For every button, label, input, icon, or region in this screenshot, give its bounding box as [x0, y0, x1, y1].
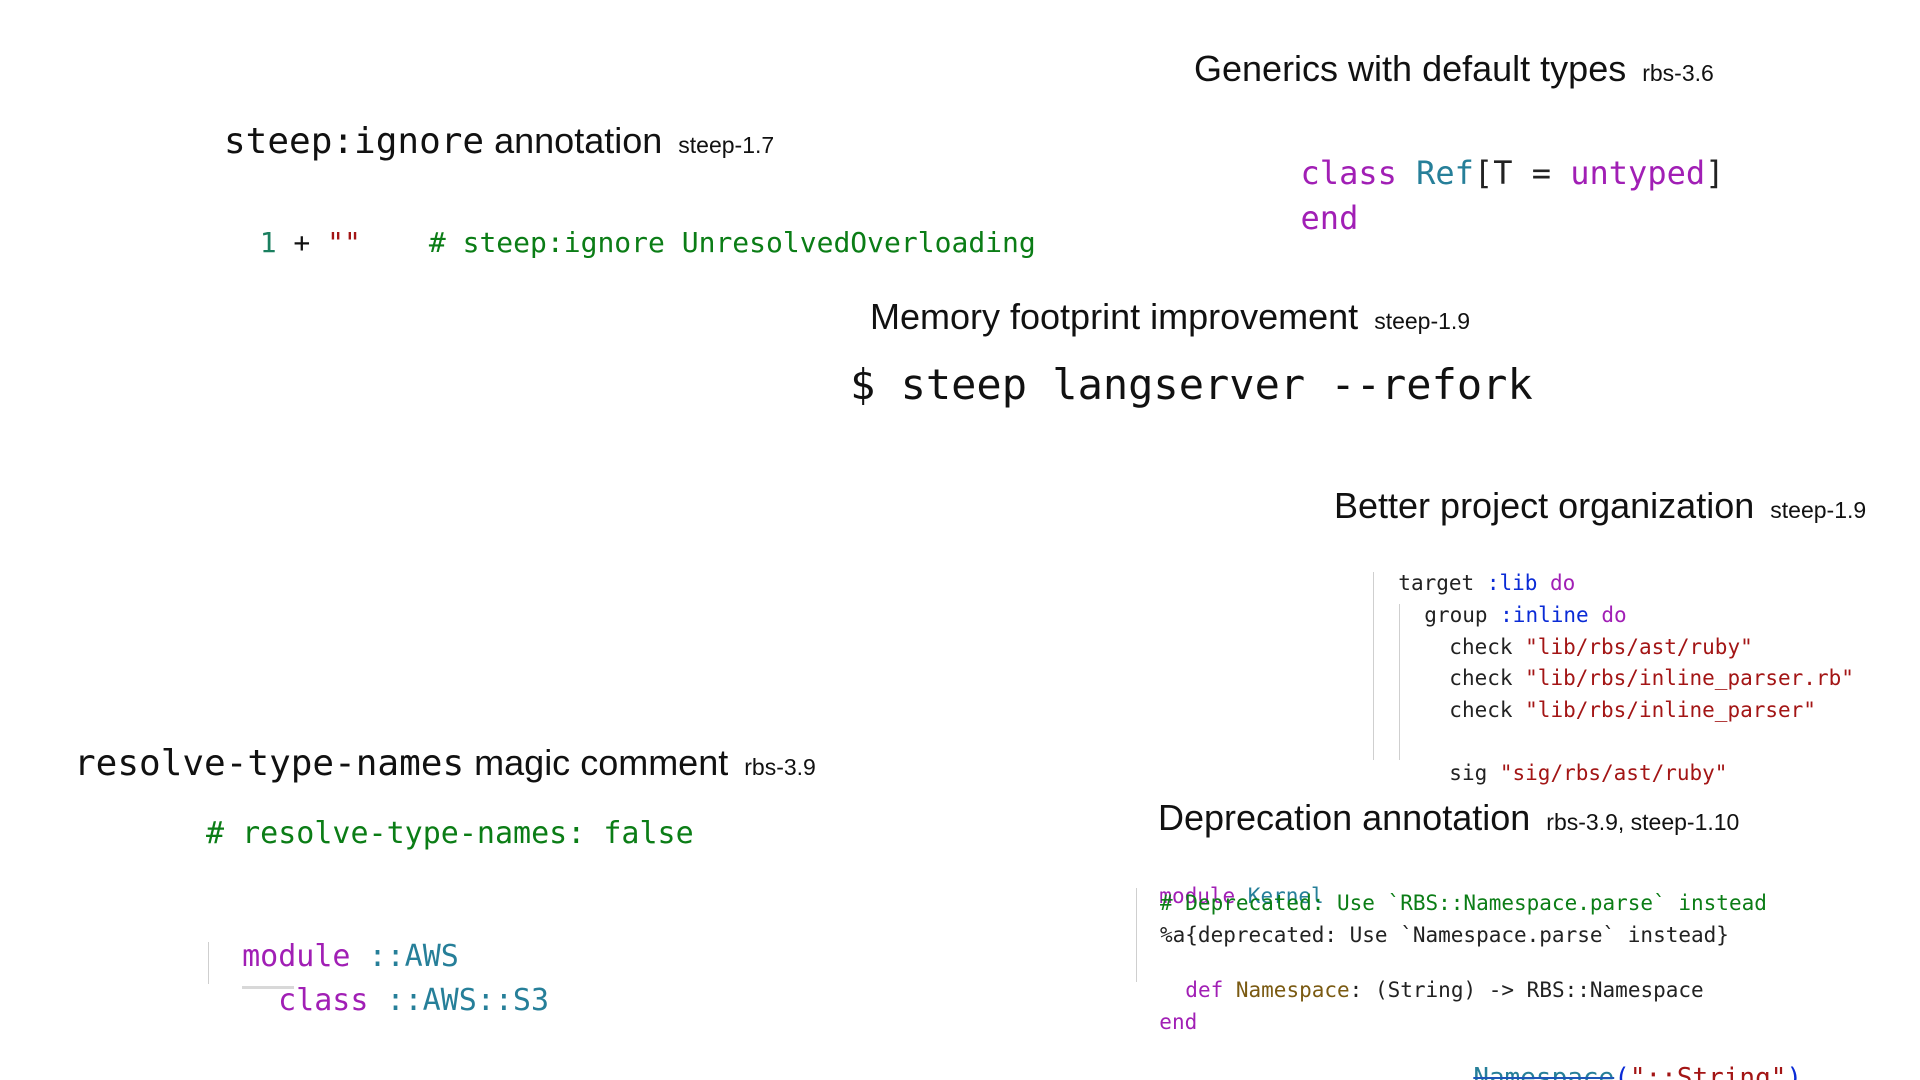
code-number: 1: [259, 226, 277, 259]
project-line-1: target :lib do: [1373, 547, 1575, 595]
code-string: "sig/rbs/ast/ruby": [1499, 761, 1728, 785]
deprecation-line-1: module Kernel: [1134, 860, 1324, 908]
code-comment: # steep:ignore UnresolvedOverloading: [428, 226, 1036, 259]
resolve-line-2: class ::AWS::S3: [242, 948, 549, 1018]
generics-code-line-1: class Ref[T = untyped]: [1262, 116, 1725, 192]
code-keyword: do: [1537, 571, 1576, 595]
deprecation-title-text: Deprecation annotation: [1158, 797, 1531, 838]
code-type: ::AWS: [350, 939, 459, 974]
code-type: Kernel: [1235, 884, 1324, 908]
code-plain: group: [1424, 603, 1501, 627]
steep-ignore-title: steep:ignore annotation steep-1.7: [224, 120, 774, 162]
project-title: Better project organization steep-1.9: [1334, 485, 1866, 527]
memory-tag: steep-1.9: [1374, 308, 1471, 334]
memory-title: Memory footprint improvement steep-1.9: [870, 296, 1470, 338]
steep-ignore-title-text: annotation: [494, 120, 663, 161]
code-keyword: untyped: [1570, 154, 1706, 192]
project-line-2: group :inline do: [1399, 579, 1627, 627]
code-plain: : (String) -> RBS::Namespace: [1349, 978, 1704, 1002]
code-plain: check: [1449, 698, 1526, 722]
code-type: Ref: [1416, 154, 1474, 192]
code-string: "lib/rbs/inline_parser.rb": [1525, 666, 1854, 690]
resolve-tag: rbs-3.9: [744, 754, 816, 780]
code-string: "": [327, 226, 361, 259]
code-plain: ]: [1705, 154, 1725, 192]
indent-guide: [1399, 604, 1400, 760]
cursor-underline: [242, 986, 294, 989]
resolve-line-1: module ::AWS: [206, 904, 459, 974]
code-plain: check: [1449, 666, 1526, 690]
steep-ignore-tag: steep-1.7: [678, 132, 775, 158]
project-line-4: check "lib/rbs/inline_parser.rb": [1424, 642, 1854, 690]
code-keyword: do: [1588, 603, 1627, 627]
deprecated-call: Namespace("::String"): [1442, 1033, 1802, 1080]
code-plain: sig: [1449, 761, 1500, 785]
indent-guide: [208, 942, 209, 984]
code-plain: target: [1398, 571, 1487, 595]
code-symbol: :inline: [1500, 603, 1589, 627]
generics-title-text: Generics with default types: [1194, 48, 1627, 89]
project-title-text: Better project organization: [1334, 485, 1755, 526]
deprecation-line-3: %a{deprecated: Use `Namespace.parse` ins…: [1160, 923, 1729, 947]
deprecation-tag: rbs-3.9, steep-1.10: [1546, 809, 1740, 835]
generics-tag: rbs-3.6: [1642, 60, 1714, 86]
steep-ignore-code: 1 + "" # steep:ignore UnresolvedOverloadi…: [226, 193, 1036, 259]
indent-guide: [1373, 572, 1374, 760]
code-keyword: module: [1159, 884, 1236, 908]
code-string: "::String": [1629, 1063, 1787, 1080]
code-keyword: class: [1300, 154, 1397, 192]
code-plain: [T =: [1473, 154, 1571, 192]
resolve-title: resolve-type-names magic comment rbs-3.9: [74, 742, 816, 784]
deprecation-line-2: # Deprecated: Use `RBS::Namespace.parse`…: [1160, 891, 1767, 915]
deprecation-title: Deprecation annotation rbs-3.9, steep-1.…: [1158, 797, 1739, 839]
code-keyword: module: [242, 939, 351, 974]
project-line-5: check "lib/rbs/inline_parser": [1424, 674, 1816, 722]
code-string: "lib/rbs/inline_parser": [1525, 698, 1816, 722]
generics-title: Generics with default types rbs-3.6: [1194, 48, 1714, 90]
code-plain: check: [1449, 635, 1526, 659]
deprecation-line-5: end: [1134, 986, 1197, 1034]
code-symbol: :lib: [1486, 571, 1538, 595]
code-operator: +: [276, 226, 328, 259]
code-keyword: end: [1300, 199, 1359, 237]
deprecation-line-4: def Namespace: (String) -> RBS::Namespac…: [1160, 954, 1704, 1002]
memory-title-text: Memory footprint improvement: [870, 296, 1359, 337]
project-line-3: check "lib/rbs/ast/ruby": [1424, 611, 1753, 659]
memory-command: $ steep langserver --refork: [850, 360, 1533, 409]
code-string: "lib/rbs/ast/ruby": [1525, 635, 1753, 659]
steep-ignore-title-code: steep:ignore: [224, 121, 485, 162]
resolve-title-text: magic comment: [474, 742, 729, 783]
code-keyword: end: [1159, 1010, 1198, 1034]
indent-guide: [1136, 888, 1137, 982]
code-method: Namespace: [1223, 978, 1350, 1002]
project-line-6: sig "sig/rbs/ast/ruby": [1424, 737, 1727, 785]
code-type: ::AWS::S3: [368, 983, 550, 1018]
deprecated-method-name[interactable]: Namespace: [1473, 1063, 1615, 1080]
resolve-comment: # resolve-type-names: false: [206, 816, 694, 851]
resolve-title-code: resolve-type-names: [74, 743, 465, 784]
generics-code-line-2: end: [1262, 161, 1359, 237]
code-paren: (: [1614, 1063, 1630, 1080]
code-keyword: def: [1185, 978, 1224, 1002]
project-tag: steep-1.9: [1770, 497, 1867, 523]
code-paren: ): [1786, 1063, 1803, 1080]
